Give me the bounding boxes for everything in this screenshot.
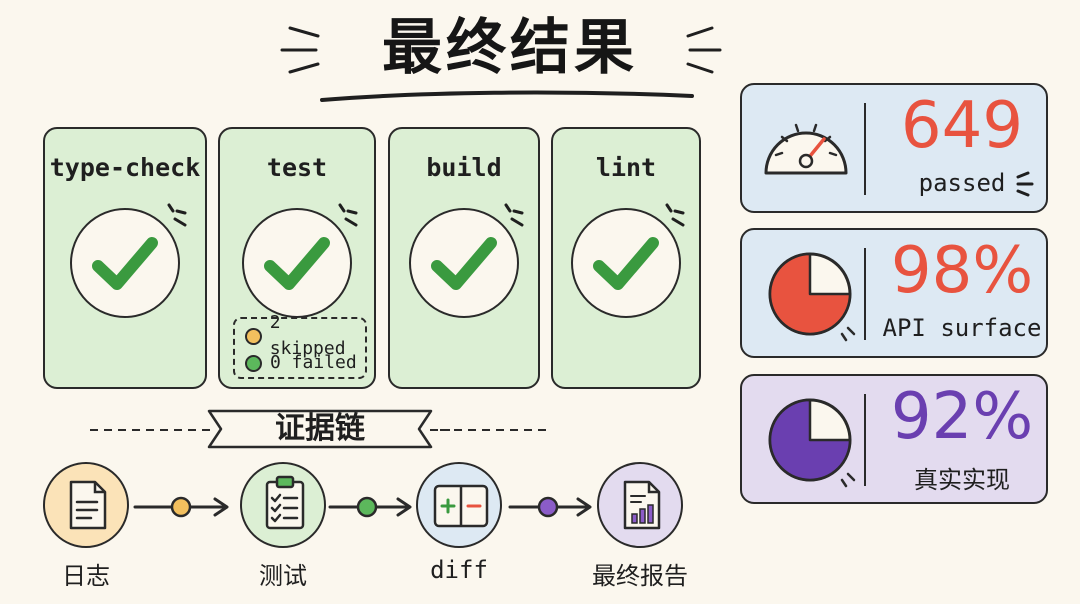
page-title: 最终结果: [382, 13, 638, 83]
failed-row: 0 failed: [245, 350, 357, 376]
chain-node-final-report: [597, 462, 683, 548]
checkmark-icon: [92, 237, 158, 290]
diff-icon: [433, 484, 489, 528]
skipped-dot-icon: [245, 327, 262, 345]
sparkle-icon: [1016, 171, 1034, 197]
ribbon-banner: [207, 409, 433, 449]
skipped-count: 2 skipped: [269, 312, 346, 359]
stat-label: 真实实现: [914, 466, 1010, 494]
check-card-type-check: type-check: [43, 127, 207, 389]
check-label: type-check: [49, 153, 201, 182]
chain-node-label: 测试: [259, 562, 307, 590]
stat-label: API surface: [882, 314, 1042, 342]
stat-api-surface: 98% API surface: [740, 228, 1048, 358]
test-summary-box: 2 skipped 0 failed: [233, 312, 367, 379]
chain-connectors: [133, 496, 592, 518]
check-card-lint: lint: [551, 127, 701, 389]
stat-value: 98%: [890, 234, 1034, 308]
skipped-row: 2 skipped: [245, 312, 365, 359]
check-label: lint: [595, 153, 657, 182]
chain-node-diff: [416, 462, 502, 548]
chain-title-wrap: 证据链: [205, 405, 435, 453]
checkmark-icon: [593, 237, 659, 290]
report-chart-icon: [623, 480, 661, 530]
stat-real-implementation: 92% 真实实现: [740, 374, 1048, 504]
title-decoration: [280, 26, 722, 102]
stat-value: 92%: [890, 380, 1034, 454]
pie-chart-icon: [768, 252, 856, 342]
sparkle-icon: [338, 203, 358, 227]
failed-dot-icon: [245, 354, 262, 372]
failed-count: 0 failed: [270, 352, 357, 373]
pie-chart-icon: [768, 398, 856, 488]
check-card-test: test 2 skipped 0 failed: [218, 127, 376, 389]
chain-node-test: [240, 462, 326, 548]
sparkle-icon: [167, 203, 187, 227]
gauge-icon: [764, 123, 848, 175]
chain-node-label: diff: [430, 556, 488, 584]
document-icon: [69, 480, 107, 530]
checklist-icon: [265, 475, 305, 530]
stat-divider: [864, 248, 866, 340]
check-circle: [242, 208, 352, 318]
check-circle: [571, 208, 681, 318]
connector-dot: [356, 496, 378, 518]
stat-divider: [864, 103, 866, 195]
check-label: test: [266, 153, 328, 182]
chain-divider-right: [440, 429, 550, 431]
checkmark-icon: [431, 237, 497, 290]
sparkle-icon: [504, 203, 524, 227]
connector-dot: [537, 496, 559, 518]
chain-node-label: 最终报告: [592, 562, 688, 590]
checkmark-icon: [264, 237, 330, 290]
check-card-build: build: [388, 127, 540, 389]
check-label: build: [426, 153, 502, 182]
stat-value: 649: [900, 89, 1024, 163]
sparkle-icon: [665, 203, 685, 227]
stat-passed: 649 passed: [740, 83, 1048, 213]
chain-title: 证据链: [275, 411, 365, 446]
check-circle: [70, 208, 180, 318]
chain-node-label: 日志: [62, 562, 110, 590]
chain-node-log: [43, 462, 129, 548]
stat-label: passed: [918, 169, 1006, 197]
check-circle: [409, 208, 519, 318]
connector-dot: [170, 496, 192, 518]
stat-divider: [864, 394, 866, 486]
